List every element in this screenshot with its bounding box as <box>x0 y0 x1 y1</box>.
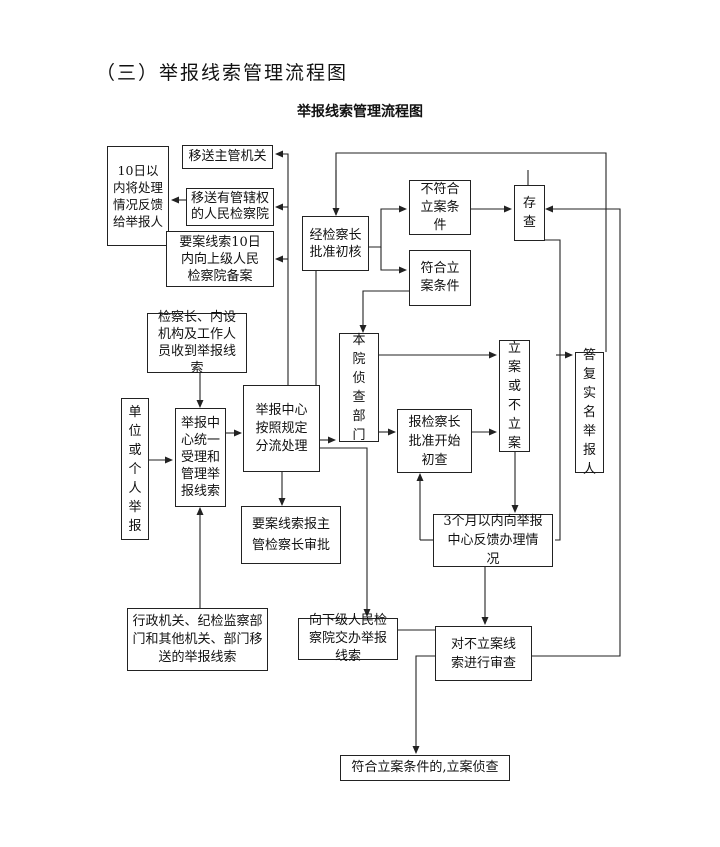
arrow-to-lower-proc <box>320 447 371 617</box>
report-up-box: 要案线索10日内向上级人民检察院备案 <box>166 231 274 287</box>
center-dispatch-box: 举报中心按照规定分流处理 <box>243 385 320 472</box>
arrow-to-meet <box>380 247 407 274</box>
center-unified-box: 举报中心统一受理和管理举报线索 <box>175 408 226 507</box>
diagram-title: 举报线索管理流程图 <box>297 104 423 120</box>
arrow-to-not-meet <box>369 205 407 248</box>
feedback-10d-box: 10日以内将处理情况反馈给举报人 <box>107 146 169 246</box>
transfer-main-box: 移送主管机关 <box>182 145 273 169</box>
review-nocase-box: 对不立案线索进行审查 <box>435 626 532 681</box>
reply-named-box: 答复实名举报人 <box>575 348 604 477</box>
feedback-3m-box: 3个月以内向举报中心反馈办理情况 <box>433 514 553 567</box>
transfer-procuratorate-box: 移送有管辖权的人民检察院 <box>186 188 274 226</box>
major-report-box: 要案线索报主管检察长审批 <box>241 506 341 564</box>
investigation-box: 本院侦查部门 <box>339 333 379 443</box>
line-feedback-to-archive <box>545 239 561 541</box>
unit-person-box: 单位或个人举报 <box>121 398 149 540</box>
meet-box: 符合立案条件 <box>409 250 471 306</box>
chief-review-box: 经检察长批准初核 <box>302 216 369 271</box>
chief-approve-box: 报检察长批准开始初查 <box>397 409 472 473</box>
not-meet-box: 不符合立案条件 <box>409 180 471 235</box>
line-top-loop <box>335 152 607 352</box>
lower-procuratorate-box: 向下级人民检察院交办举报线索 <box>298 613 398 664</box>
file-case-box: 符合立案条件的,立案侦查 <box>340 755 510 781</box>
archive-box: 存查 <box>514 185 545 241</box>
case-decision-box: 立案或不立案 <box>499 340 530 452</box>
other-orgs-box: 行政机关、纪检监察部门和其他机关、部门移送的举报线索 <box>127 608 268 671</box>
internal-receive-box: 检察长、内设机构及工作人员收到举报线索 <box>147 310 247 376</box>
section-heading: （三）举报线索管理流程图 <box>96 62 349 84</box>
arrow-to-transfer-main <box>275 150 289 385</box>
arrow-to-file-case <box>412 655 435 754</box>
arrow-review-to-archive <box>532 205 621 657</box>
